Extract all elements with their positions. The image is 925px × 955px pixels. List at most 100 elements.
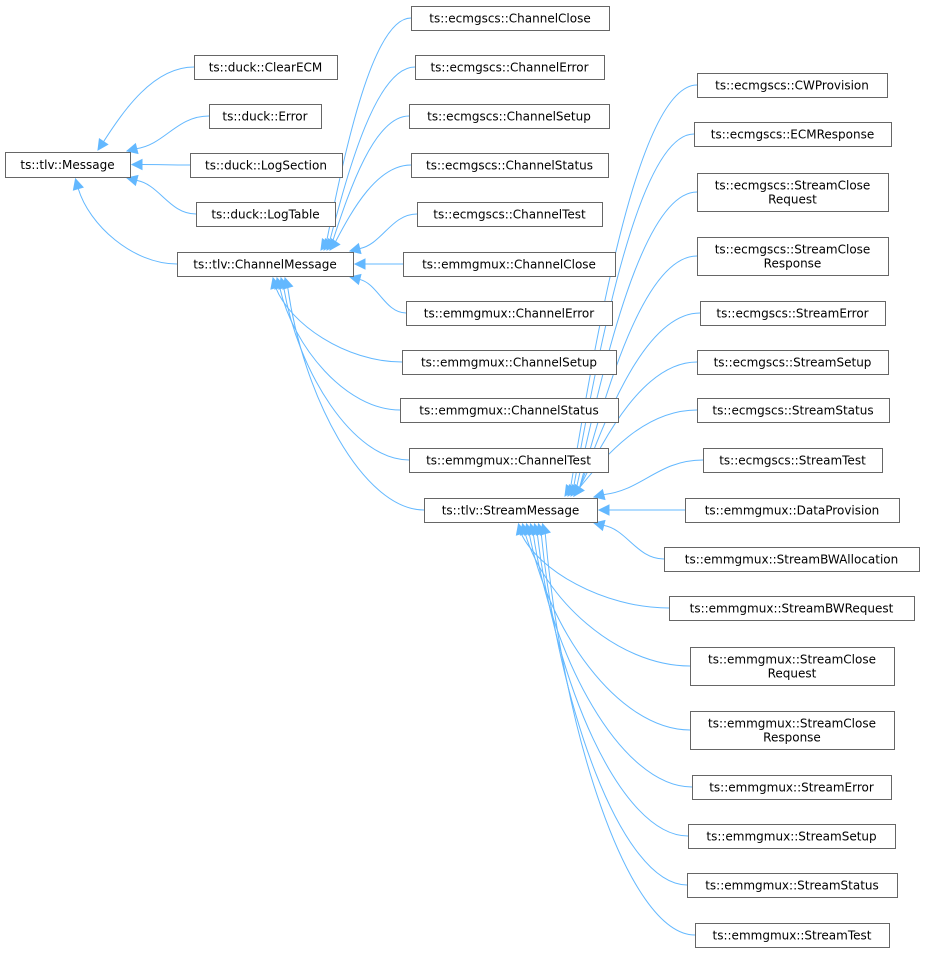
class-label: ts::duck::LogTable <box>211 208 319 222</box>
class-box <box>177 252 354 277</box>
class-box <box>196 202 336 227</box>
edge-line <box>576 191 698 488</box>
class-label: ts::ecmgscs::StreamClose <box>715 243 871 257</box>
class-node-emm-stream-status[interactable]: ts::emmgmux::StreamStatus <box>687 873 898 898</box>
class-label: ts::duck::Error <box>222 110 307 124</box>
class-node-ecm-stream-error[interactable]: ts::ecmgscs::StreamError <box>700 301 886 326</box>
edge-line <box>570 84 698 488</box>
inheritance-edge-stream-message <box>282 276 425 511</box>
arrowhead-icon <box>539 522 551 536</box>
class-label: ts::ecmgscs::StreamStatus <box>712 404 873 418</box>
inheritance-edge-emm-channel-close <box>353 258 403 270</box>
class-label: ts::emmgmux::StreamError <box>709 781 874 795</box>
class-label: ts::emmgmux::ChannelClose <box>422 258 596 272</box>
inheritance-edge-log-table <box>125 174 197 215</box>
edges-layer <box>72 17 704 936</box>
class-label: ts::emmgmux::ChannelError <box>424 307 594 321</box>
inheritance-edge-emm-stream-status <box>535 522 688 886</box>
edge-line <box>528 533 691 731</box>
class-label: ts::emmgmux::DataProvision <box>705 504 880 518</box>
class-box <box>695 923 890 948</box>
class-node-ecm-channel-error[interactable]: ts::ecmgscs::ChannelError <box>415 55 605 80</box>
class-box <box>411 6 610 31</box>
class-node-emm-stream-test[interactable]: ts::emmgmux::StreamTest <box>695 923 890 948</box>
class-node-channel-message[interactable]: ts::tlv::ChannelMessage <box>177 252 354 277</box>
class-node-message[interactable]: ts::tlv::Message <box>5 152 131 178</box>
class-box <box>415 55 605 80</box>
arrowhead-icon <box>72 177 84 191</box>
class-box <box>411 153 609 178</box>
class-label: ts::emmgmux::StreamTest <box>713 929 872 943</box>
class-box <box>687 873 898 898</box>
class-node-data-provision[interactable]: ts::emmgmux::DataProvision <box>685 498 900 523</box>
edge-line <box>603 459 704 496</box>
arrowhead-icon <box>130 158 143 171</box>
class-node-ecm-channel-status[interactable]: ts::ecmgscs::ChannelStatus <box>411 153 609 178</box>
edge-line <box>136 115 210 150</box>
class-box <box>5 152 131 178</box>
inheritance-edge-emm-stream-test <box>539 522 696 936</box>
class-label: ts::duck::ClearECM <box>209 61 323 75</box>
class-node-ecm-channel-setup[interactable]: ts::ecmgscs::ChannelSetup <box>409 104 610 129</box>
class-node-ecm-channel-close[interactable]: ts::ecmgscs::ChannelClose <box>411 6 610 31</box>
class-node-stream-bwallocation[interactable]: ts::emmgmux::StreamBWAllocation <box>664 547 920 572</box>
class-node-emm-stream-error[interactable]: ts::emmgmux::StreamError <box>692 775 892 800</box>
edge-line <box>287 287 425 511</box>
class-label: ts::ecmgscs::StreamError <box>716 307 868 321</box>
arrowhead-icon <box>597 504 610 516</box>
class-label: ts::emmgmux::ChannelSetup <box>421 356 597 370</box>
edge-line <box>103 66 195 142</box>
class-node-ecm-stream-test[interactable]: ts::ecmgscs::StreamTest <box>703 448 883 473</box>
class-node-ecm-stream-setup[interactable]: ts::ecmgscs::StreamSetup <box>697 350 889 375</box>
class-node-duck-error[interactable]: ts::duck::Error <box>209 104 322 129</box>
class-node-emm-stream-setup[interactable]: ts::emmgmux::StreamSetup <box>688 824 896 849</box>
class-label: ts::ecmgscs::ChannelError <box>430 61 588 75</box>
class-node-log-table[interactable]: ts::duck::LogTable <box>196 202 336 227</box>
class-label: ts::emmgmux::StreamStatus <box>705 879 879 893</box>
class-node-log-section[interactable]: ts::duck::LogSection <box>190 153 343 178</box>
arrowhead-icon <box>573 484 585 497</box>
class-box <box>406 301 613 326</box>
class-node-emm-channel-setup[interactable]: ts::emmgmux::ChannelSetup <box>402 350 617 375</box>
class-node-emm-channel-error[interactable]: ts::emmgmux::ChannelError <box>406 301 613 326</box>
class-node-clear-ecm[interactable]: ts::duck::ClearECM <box>194 55 338 80</box>
class-node-emm-channel-close[interactable]: ts::emmgmux::ChannelClose <box>403 252 616 277</box>
class-node-stream-message[interactable]: ts::tlv::StreamMessage <box>424 498 598 523</box>
class-node-stream-bwrequest[interactable]: ts::emmgmux::StreamBWRequest <box>669 596 915 621</box>
class-label: Response <box>763 731 821 745</box>
inheritance-edge-ecm-stream-status <box>573 409 698 497</box>
class-box <box>697 73 888 98</box>
class-node-emm-channel-test[interactable]: ts::emmgmux::ChannelTest <box>409 448 609 473</box>
class-box <box>692 775 892 800</box>
class-label: ts::ecmgscs::ChannelStatus <box>426 159 593 173</box>
edge-line <box>359 213 418 250</box>
class-node-cwprovision[interactable]: ts::ecmgscs::CWProvision <box>697 73 888 98</box>
class-box <box>703 448 883 473</box>
arrowhead-icon <box>353 258 366 270</box>
class-node-ecm-stream-status[interactable]: ts::ecmgscs::StreamStatus <box>697 398 890 423</box>
class-label: ts::duck::LogSection <box>205 159 327 173</box>
class-label: ts::tlv::StreamMessage <box>442 504 580 518</box>
class-node-ecm-channel-test[interactable]: ts::ecmgscs::ChannelTest <box>417 202 603 227</box>
edge-line <box>573 133 695 488</box>
class-box <box>690 711 895 750</box>
class-label: ts::ecmgscs::ChannelSetup <box>427 110 591 124</box>
edge-line <box>603 524 665 560</box>
class-box <box>194 55 338 80</box>
class-label: ts::ecmgscs::StreamClose <box>715 179 871 193</box>
class-node-emm-channel-status[interactable]: ts::emmgmux::ChannelStatus <box>400 398 619 423</box>
class-box <box>400 398 619 423</box>
edge-line <box>279 287 401 411</box>
edge-line <box>77 188 178 265</box>
class-box <box>424 498 598 523</box>
class-label: Request <box>768 667 817 681</box>
class-box <box>697 173 889 212</box>
inheritance-edge-ecm-stream-setup <box>573 361 698 497</box>
class-box <box>697 350 889 375</box>
class-node-ecmresponse[interactable]: ts::ecmgscs::ECMResponse <box>694 122 892 147</box>
class-label: Request <box>768 193 817 207</box>
